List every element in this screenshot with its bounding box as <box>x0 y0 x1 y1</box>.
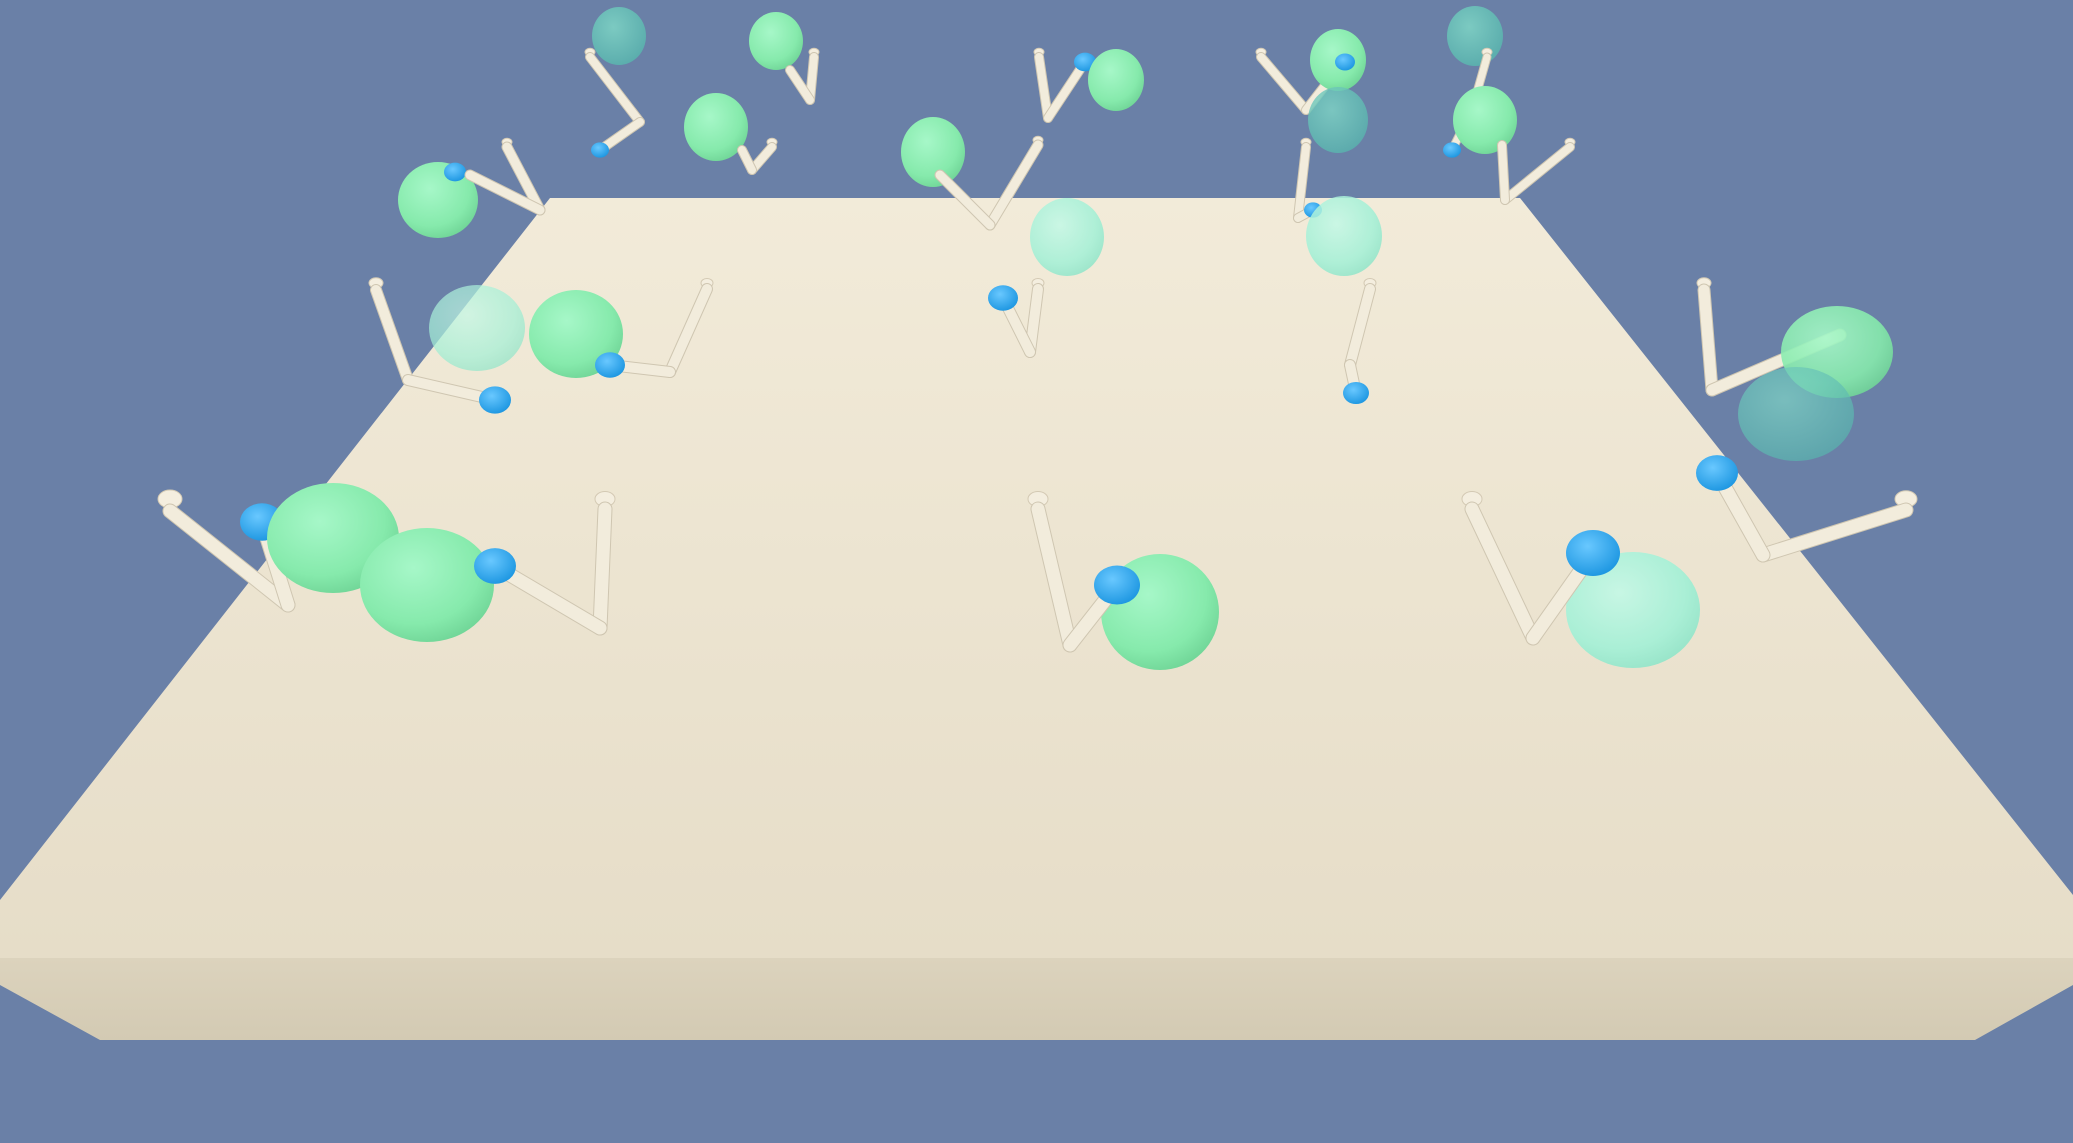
arm-end-effector <box>1443 142 1461 158</box>
arm-link <box>488 559 607 635</box>
target-sphere <box>1088 49 1144 111</box>
target-sphere <box>901 117 965 187</box>
target-sphere <box>1447 6 1503 66</box>
arm-end-effector <box>1566 530 1620 576</box>
target-sphere <box>398 162 478 238</box>
arm-end-effector <box>1335 53 1355 71</box>
target-sphere <box>592 7 646 65</box>
arm-end-effector <box>988 285 1018 311</box>
arm-link <box>465 170 545 215</box>
arm-link <box>1031 502 1077 652</box>
floor-side-face <box>0 958 2073 1040</box>
arm-end-effector <box>1696 455 1738 491</box>
arm-link <box>1345 284 1375 370</box>
target-sphere <box>360 528 494 642</box>
arm-end-effector <box>595 352 625 378</box>
arm-link <box>786 66 814 104</box>
arm-link <box>985 140 1043 230</box>
arm-link <box>1257 53 1310 114</box>
arm-link <box>586 53 644 126</box>
floor-top-face <box>0 198 2073 958</box>
arm-link <box>1465 502 1540 645</box>
arm-link <box>593 502 612 635</box>
arm-link <box>1498 141 1509 204</box>
arm-link <box>738 146 756 174</box>
arm-link <box>665 284 712 377</box>
arm-link <box>371 285 413 385</box>
arm-link <box>1044 58 1089 122</box>
target-sphere <box>1738 367 1854 461</box>
target-sphere <box>1566 552 1700 668</box>
target-sphere <box>429 285 525 371</box>
arm-link <box>502 142 545 215</box>
target-sphere <box>684 93 748 161</box>
arm-end-effector <box>474 548 516 584</box>
arm-link <box>1501 143 1574 204</box>
target-sphere <box>749 12 803 70</box>
arm-link <box>1035 53 1052 122</box>
arm-link <box>163 504 295 612</box>
arm-link <box>1698 284 1718 396</box>
arm-end-effector <box>1094 565 1140 605</box>
target-sphere <box>1306 196 1382 276</box>
arm-end-effector <box>591 142 609 158</box>
arm-end-effector <box>1343 381 1369 405</box>
reacher-agents <box>157 6 1918 670</box>
target-sphere <box>1453 86 1517 154</box>
arm-link <box>935 170 995 230</box>
arm-end-effector <box>479 386 511 414</box>
arm-link <box>1294 143 1310 222</box>
arm-end-effector <box>1074 52 1096 72</box>
arm-end-effector <box>444 162 466 182</box>
target-sphere <box>1030 198 1104 276</box>
target-sphere <box>1308 87 1368 153</box>
arm-link <box>1756 503 1913 562</box>
